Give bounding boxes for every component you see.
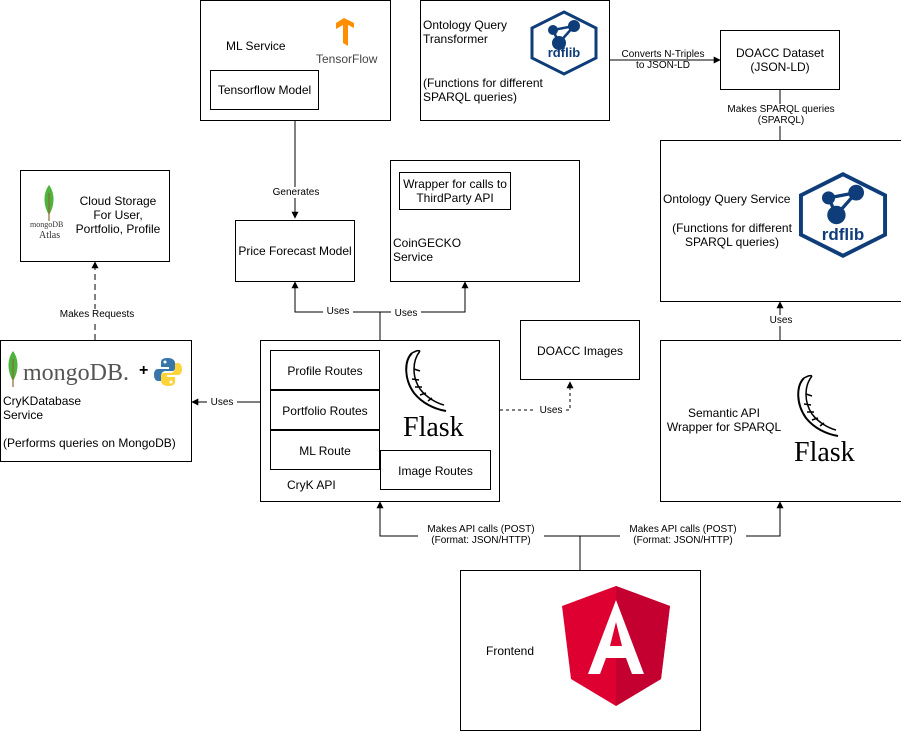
label-makes-sparql: Makes SPARQL queries (SPARQL) (718, 104, 844, 126)
atlas-logo-text-top: mongoDB (30, 220, 64, 229)
coingecko-wrapper-node (399, 172, 511, 210)
rdflib-logo-text-top: rdflib (547, 45, 581, 60)
cryk-db-node (0, 340, 192, 462)
label-makes-requests: Makes Requests (58, 309, 136, 320)
semantic-api-label: Semantic API Wrapper for SPARQL (666, 406, 782, 434)
tensorflow-logo-text: TensorFlow (316, 52, 378, 66)
doacc-images-node (520, 320, 640, 380)
mongodb-leaf-icon (44, 185, 54, 221)
doacc-dataset-node (720, 30, 840, 90)
label-uses-images: Uses (536, 405, 566, 416)
label-uses-db: Uses (207, 397, 237, 408)
coingecko-wrapper-label: Wrapper for calls to ThirdParty API (403, 177, 507, 205)
cryk-api-title: CryK API (287, 478, 336, 492)
ml-service-title: ML Service (226, 39, 286, 53)
route-profile-label: Profile Routes (287, 364, 363, 378)
route-image-label: Image Routes (398, 464, 473, 478)
flask-horn-icon (405, 349, 447, 412)
tensorflow-model-label: Tensorflow Model (217, 83, 312, 97)
label-converts: Converts N-Triples to JSON-LD (621, 49, 705, 71)
price-forecast-label: Price Forecast Model (238, 244, 352, 258)
ontology-service-title: Ontology Query Service (663, 192, 791, 206)
flask-logo-text: Flask (794, 437, 855, 468)
ontology-service-desc: (Functions for different SPARQL queries) (672, 221, 792, 249)
flask-logo-text: Flask (403, 412, 464, 443)
doacc-images-label: DOACC Images (536, 344, 624, 358)
doacc-dataset-label: DOACC Dataset (JSON-LD) (735, 46, 825, 74)
flask-horn-icon (797, 374, 839, 437)
cryk-db-title: CryKDatabase Service (3, 394, 82, 422)
label-api-calls-left: Makes API calls (POST) (Format: JSON/HTT… (418, 524, 544, 546)
route-portfolio-label: Portfolio Routes (282, 404, 368, 418)
ontology-transformer-desc: (Functions for different SPARQL queries) (423, 76, 543, 104)
cryk-db-desc: (Performs queries on MongoDB) (3, 436, 176, 450)
label-uses-forecast: Uses (323, 306, 353, 317)
price-forecast-node (235, 220, 355, 282)
label-generates: Generates (268, 187, 324, 198)
semantic-api-node (660, 340, 901, 502)
label-api-calls-right: Makes API calls (POST) (Format: JSON/HTT… (620, 524, 746, 546)
rdflib-icon (530, 10, 598, 76)
tensorflow-icon (336, 18, 354, 46)
route-ml (270, 430, 380, 470)
label-uses-coingecko: Uses (391, 308, 421, 319)
atlas-logo-text-bottom: Atlas (39, 230, 61, 241)
label-uses-ontology: Uses (766, 315, 796, 326)
route-profile (270, 350, 380, 390)
route-image (380, 450, 491, 490)
cloud-storage-label: Cloud Storage For User, Portfolio, Profi… (75, 194, 161, 236)
cloud-storage-node (20, 170, 170, 262)
route-ml-label: ML Route (299, 444, 351, 458)
route-portfolio (270, 390, 380, 430)
angular-icon (562, 586, 670, 706)
frontend-label: Frontend (486, 644, 535, 658)
tensorflow-model-node (210, 70, 319, 110)
coingecko-title: CoinGECKO Service (393, 236, 462, 264)
python-icon (154, 358, 182, 386)
mongodb-logo-text: mongoDB. (23, 360, 130, 386)
mongodb-leaf-icon (8, 351, 18, 387)
ontology-transformer-title: Ontology Query Transformer (423, 18, 508, 46)
rdflib-logo-text-service: rdflib (821, 225, 865, 244)
plus-sign: + (139, 362, 149, 379)
rdflib-icon (798, 172, 888, 258)
